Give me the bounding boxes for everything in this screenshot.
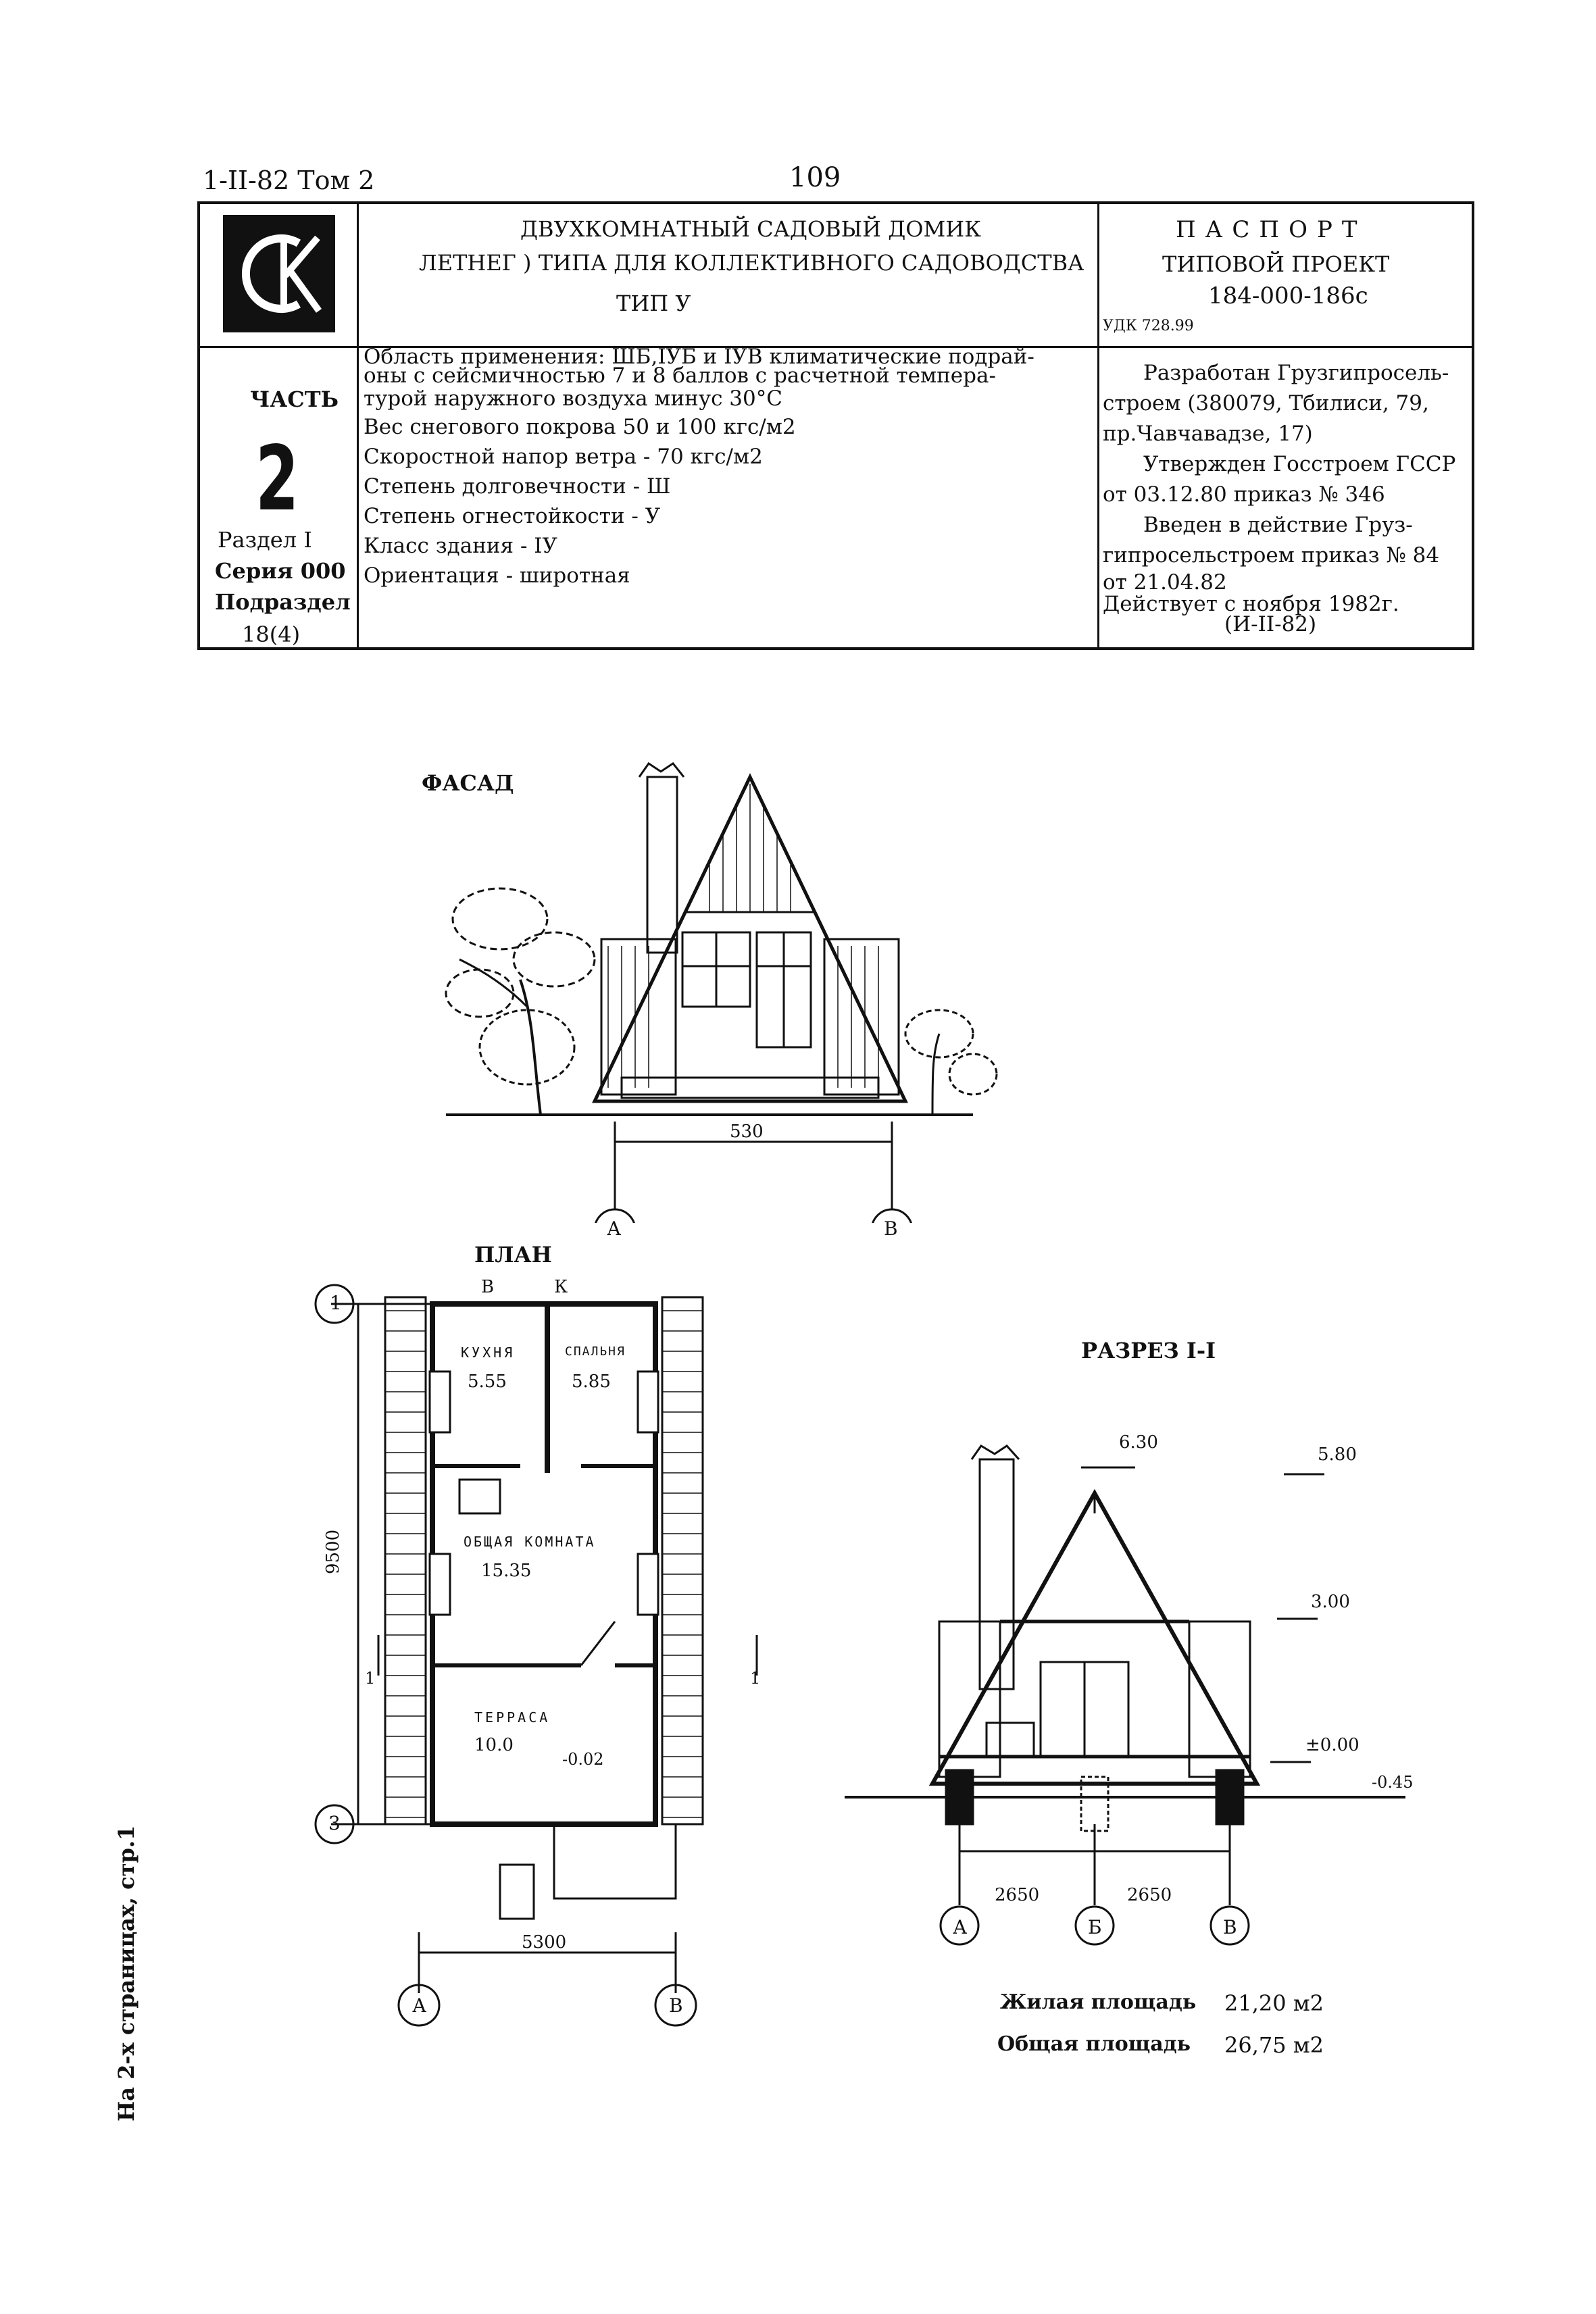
dev-line: Действует с ноября 1982г. [1103, 592, 1399, 616]
part-number: 2 [255, 427, 299, 531]
title-line-3: ТИП У [616, 291, 691, 316]
plan-axis-a: А [412, 1994, 427, 2017]
facade-title: ФАСАД [422, 770, 514, 796]
udk: УДК 728.99 [1103, 318, 1194, 334]
param-line: Степень огнестойкости - У [364, 504, 661, 528]
section-level-4: ±0.00 [1305, 1735, 1360, 1755]
section-level-2: 5.80 [1318, 1444, 1357, 1465]
plan-level-mark: -0.02 [562, 1750, 604, 1769]
section-level-3: 3.00 [1311, 1592, 1350, 1612]
section-drawing [845, 1444, 1405, 1946]
section-axis-v: В [1223, 1916, 1237, 1938]
param-line: Ориентация - широтная [364, 563, 630, 588]
plan-cut-mark-left: 1 [365, 1669, 376, 1688]
total-area-label: Общая площадь [997, 2032, 1191, 2056]
side-note: На 2-х страницах, стр.1 [114, 1825, 139, 2121]
dev-line: от 03.12.80 приказ № 346 [1103, 482, 1385, 507]
room-terrace-area: 10.0 [474, 1735, 514, 1755]
room-terrace-name: ТЕРРАСА [474, 1709, 551, 1726]
subsection-value: 18(4) [242, 622, 301, 647]
facade-axis-a: А [607, 1217, 622, 1240]
room-bedroom-name: СПАЛЬНЯ [565, 1344, 626, 1359]
section-title: РАЗРЕЗ I-I [1081, 1338, 1216, 1363]
developer-info: Разработан Грузгипросель- строем (380079… [1103, 358, 1456, 636]
plan-drawing [314, 1284, 758, 1993]
room-kitchen-name: КУХНЯ [461, 1344, 516, 1361]
section-level-1: 6.30 [1119, 1432, 1158, 1453]
section-dim-1: 2650 [995, 1885, 1040, 1905]
total-area-value: 26,75 м2 [1224, 2032, 1324, 2058]
dev-line: от 21.04.82 [1103, 570, 1227, 595]
param-line: Класс здания - IУ [364, 534, 557, 558]
room-kitchen-area: 5.55 [468, 1372, 507, 1392]
section-level-5: -0.45 [1372, 1773, 1414, 1792]
dev-line: гипросельстроем приказ № 84 [1103, 543, 1440, 568]
plan-title: ПЛАН [474, 1242, 552, 1267]
title-block [197, 201, 1474, 650]
plan-width-dim: 5300 [522, 1932, 567, 1953]
plan-height-dim: 9500 [323, 1529, 343, 1574]
param-line: Вес снегового покрова 50 и 100 кгс/м2 [364, 415, 796, 439]
room-common-name: ОБЩАЯ КОМНАТА [464, 1534, 596, 1550]
param-line: Скоростной напор ветра - 70 кгс/м2 [364, 445, 763, 469]
plan-axis-b: В [669, 1994, 683, 2017]
logo [223, 215, 335, 332]
dev-line: строем (380079, Тбилиси, 79, [1103, 391, 1429, 416]
param-line: Область применения: ШБ,IУБ и IУВ климати… [364, 345, 1034, 369]
section-axis-b: Б [1088, 1916, 1102, 1938]
project-type: ТИПОВОЙ ПРОЕКТ [1162, 251, 1390, 277]
living-area-label: Жилая площадь [1000, 1990, 1197, 2014]
living-area-value: 21,20 м2 [1224, 1990, 1324, 2016]
dev-line: Введен в действие Груз- [1143, 513, 1413, 537]
facade-axis-b: В [884, 1217, 898, 1240]
room-bedroom-area: 5.85 [572, 1372, 611, 1392]
title-line-2: ЛЕТНЕГ ) ТИПА ДЛЯ КОЛЛЕКТИВНОГО САДОВОДС… [419, 250, 1084, 276]
section-dim-2: 2650 [1127, 1885, 1172, 1905]
plan-entry-in: В [481, 1277, 495, 1297]
facade-drawing [445, 761, 998, 1223]
dev-line: Утвержден Госстроем ГССР [1143, 452, 1456, 476]
plan-entry-out: К [554, 1277, 568, 1297]
section-axis-a: А [953, 1916, 968, 1938]
project-code: 184-000-186с [1208, 282, 1368, 309]
subsection-label: Подраздел [215, 589, 351, 615]
doc-code: 1-II-82 Том 2 [203, 166, 375, 195]
dev-line: (И-II-82) [1224, 612, 1317, 636]
plan-axis-1: 1 [330, 1292, 342, 1314]
passport-title: ПАСПОРТ [1176, 216, 1367, 243]
facade-dimension: 530 [730, 1122, 764, 1142]
dev-line: Разработан Грузгипросель- [1143, 361, 1449, 385]
params-list: Область применения: ШБ,IУБ и IУВ климати… [364, 347, 1034, 590]
plan-axis-circles [397, 1984, 697, 2027]
logo-mark-icon [242, 234, 322, 313]
page-number: 109 [789, 162, 841, 193]
param-line: Степень долговечности - Ш [364, 474, 671, 499]
param-line: оны с сейсмичностью 7 и 8 баллов с расче… [364, 363, 996, 388]
series-label: Серия 000 [215, 558, 346, 584]
dev-line: пр.Чавчавадзе, 17) [1103, 422, 1313, 446]
param-line: турой наружного воздуха минус 30°С [364, 386, 782, 411]
plan-cut-mark-right: 1 [750, 1669, 761, 1688]
section-label: Раздел I [218, 527, 312, 553]
room-common-area: 15.35 [481, 1561, 532, 1581]
title-line-1: ДВУХКОМНАТНЫЙ САДОВЫЙ ДОМИК [520, 216, 981, 242]
part-label: ЧАСТЬ [250, 386, 339, 412]
plan-axis-3: 3 [328, 1812, 341, 1834]
